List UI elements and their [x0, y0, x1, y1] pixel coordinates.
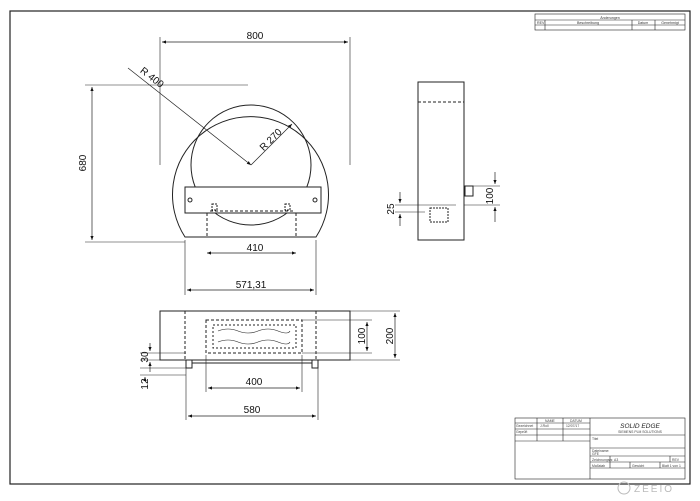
dim-680: 680: [78, 154, 89, 171]
dim-100-top: 100: [357, 327, 368, 344]
brand-subtitle: SIEMENS PLM SOLUTIONS: [618, 430, 662, 434]
dim-410: 410: [247, 243, 264, 254]
watermark-logo-icon: [617, 481, 631, 495]
tb-label-rev: REV: [672, 458, 680, 462]
side-view: [395, 81, 500, 241]
tb-row-checked: Geprüft: [516, 430, 527, 434]
tb-label-title: Titel: [592, 437, 599, 441]
top-view: [140, 310, 400, 420]
brand-name: SOLID EDGE: [620, 423, 660, 430]
revision-table: [534, 13, 686, 31]
rev-title: Änderungen: [600, 16, 620, 20]
tb-row-drawn: Gezeichnet: [516, 424, 533, 428]
tb-label-scale: Maßstab: [592, 464, 605, 468]
side-body: [417, 81, 465, 241]
tb-drawn-date: 12/07/17: [566, 424, 579, 428]
title-block: [514, 417, 686, 480]
rev-col-desc: Beschreibung: [577, 21, 599, 25]
tb-label-file: Dateiname:: [592, 449, 609, 453]
burner-box: [184, 186, 322, 214]
tb-col-date: DATUM: [570, 419, 582, 423]
dim-800: 800: [247, 31, 264, 42]
dim-571: 571,31: [236, 280, 267, 291]
sheet-border: [9, 10, 691, 485]
dim-12: 12: [140, 378, 151, 390]
inner-ring-circle: [190, 104, 312, 226]
rev-col-rev: REV: [537, 21, 545, 25]
dim-r270: R 270: [258, 127, 285, 154]
top-body: [159, 310, 351, 361]
dim-580: 580: [244, 405, 261, 416]
rev-col-date: Datum: [638, 21, 649, 25]
outer-ring-outline: [172, 116, 329, 238]
dim-100-side: 100: [485, 187, 496, 204]
dim-30: 30: [140, 351, 151, 363]
watermark-text: ZEEIO: [634, 484, 674, 495]
tb-label-sheet: Blatt 1 von 1: [662, 464, 681, 468]
dim-200: 200: [385, 327, 396, 344]
dim-25: 25: [386, 203, 397, 215]
dim-400: 400: [246, 377, 263, 388]
watermark: ZEEIO: [617, 481, 674, 495]
tb-label-weight: Gewicht: [632, 464, 644, 468]
front-view: [85, 37, 351, 295]
tb-label-size: Zeichnungsnr. A3: [592, 458, 618, 462]
tb-drawn-name: J.Roll: [540, 424, 549, 428]
tb-col-name: NAME: [545, 419, 556, 423]
tb-file-name: GFE: [592, 452, 600, 456]
rev-col-approved: Genehmigt: [661, 21, 679, 25]
